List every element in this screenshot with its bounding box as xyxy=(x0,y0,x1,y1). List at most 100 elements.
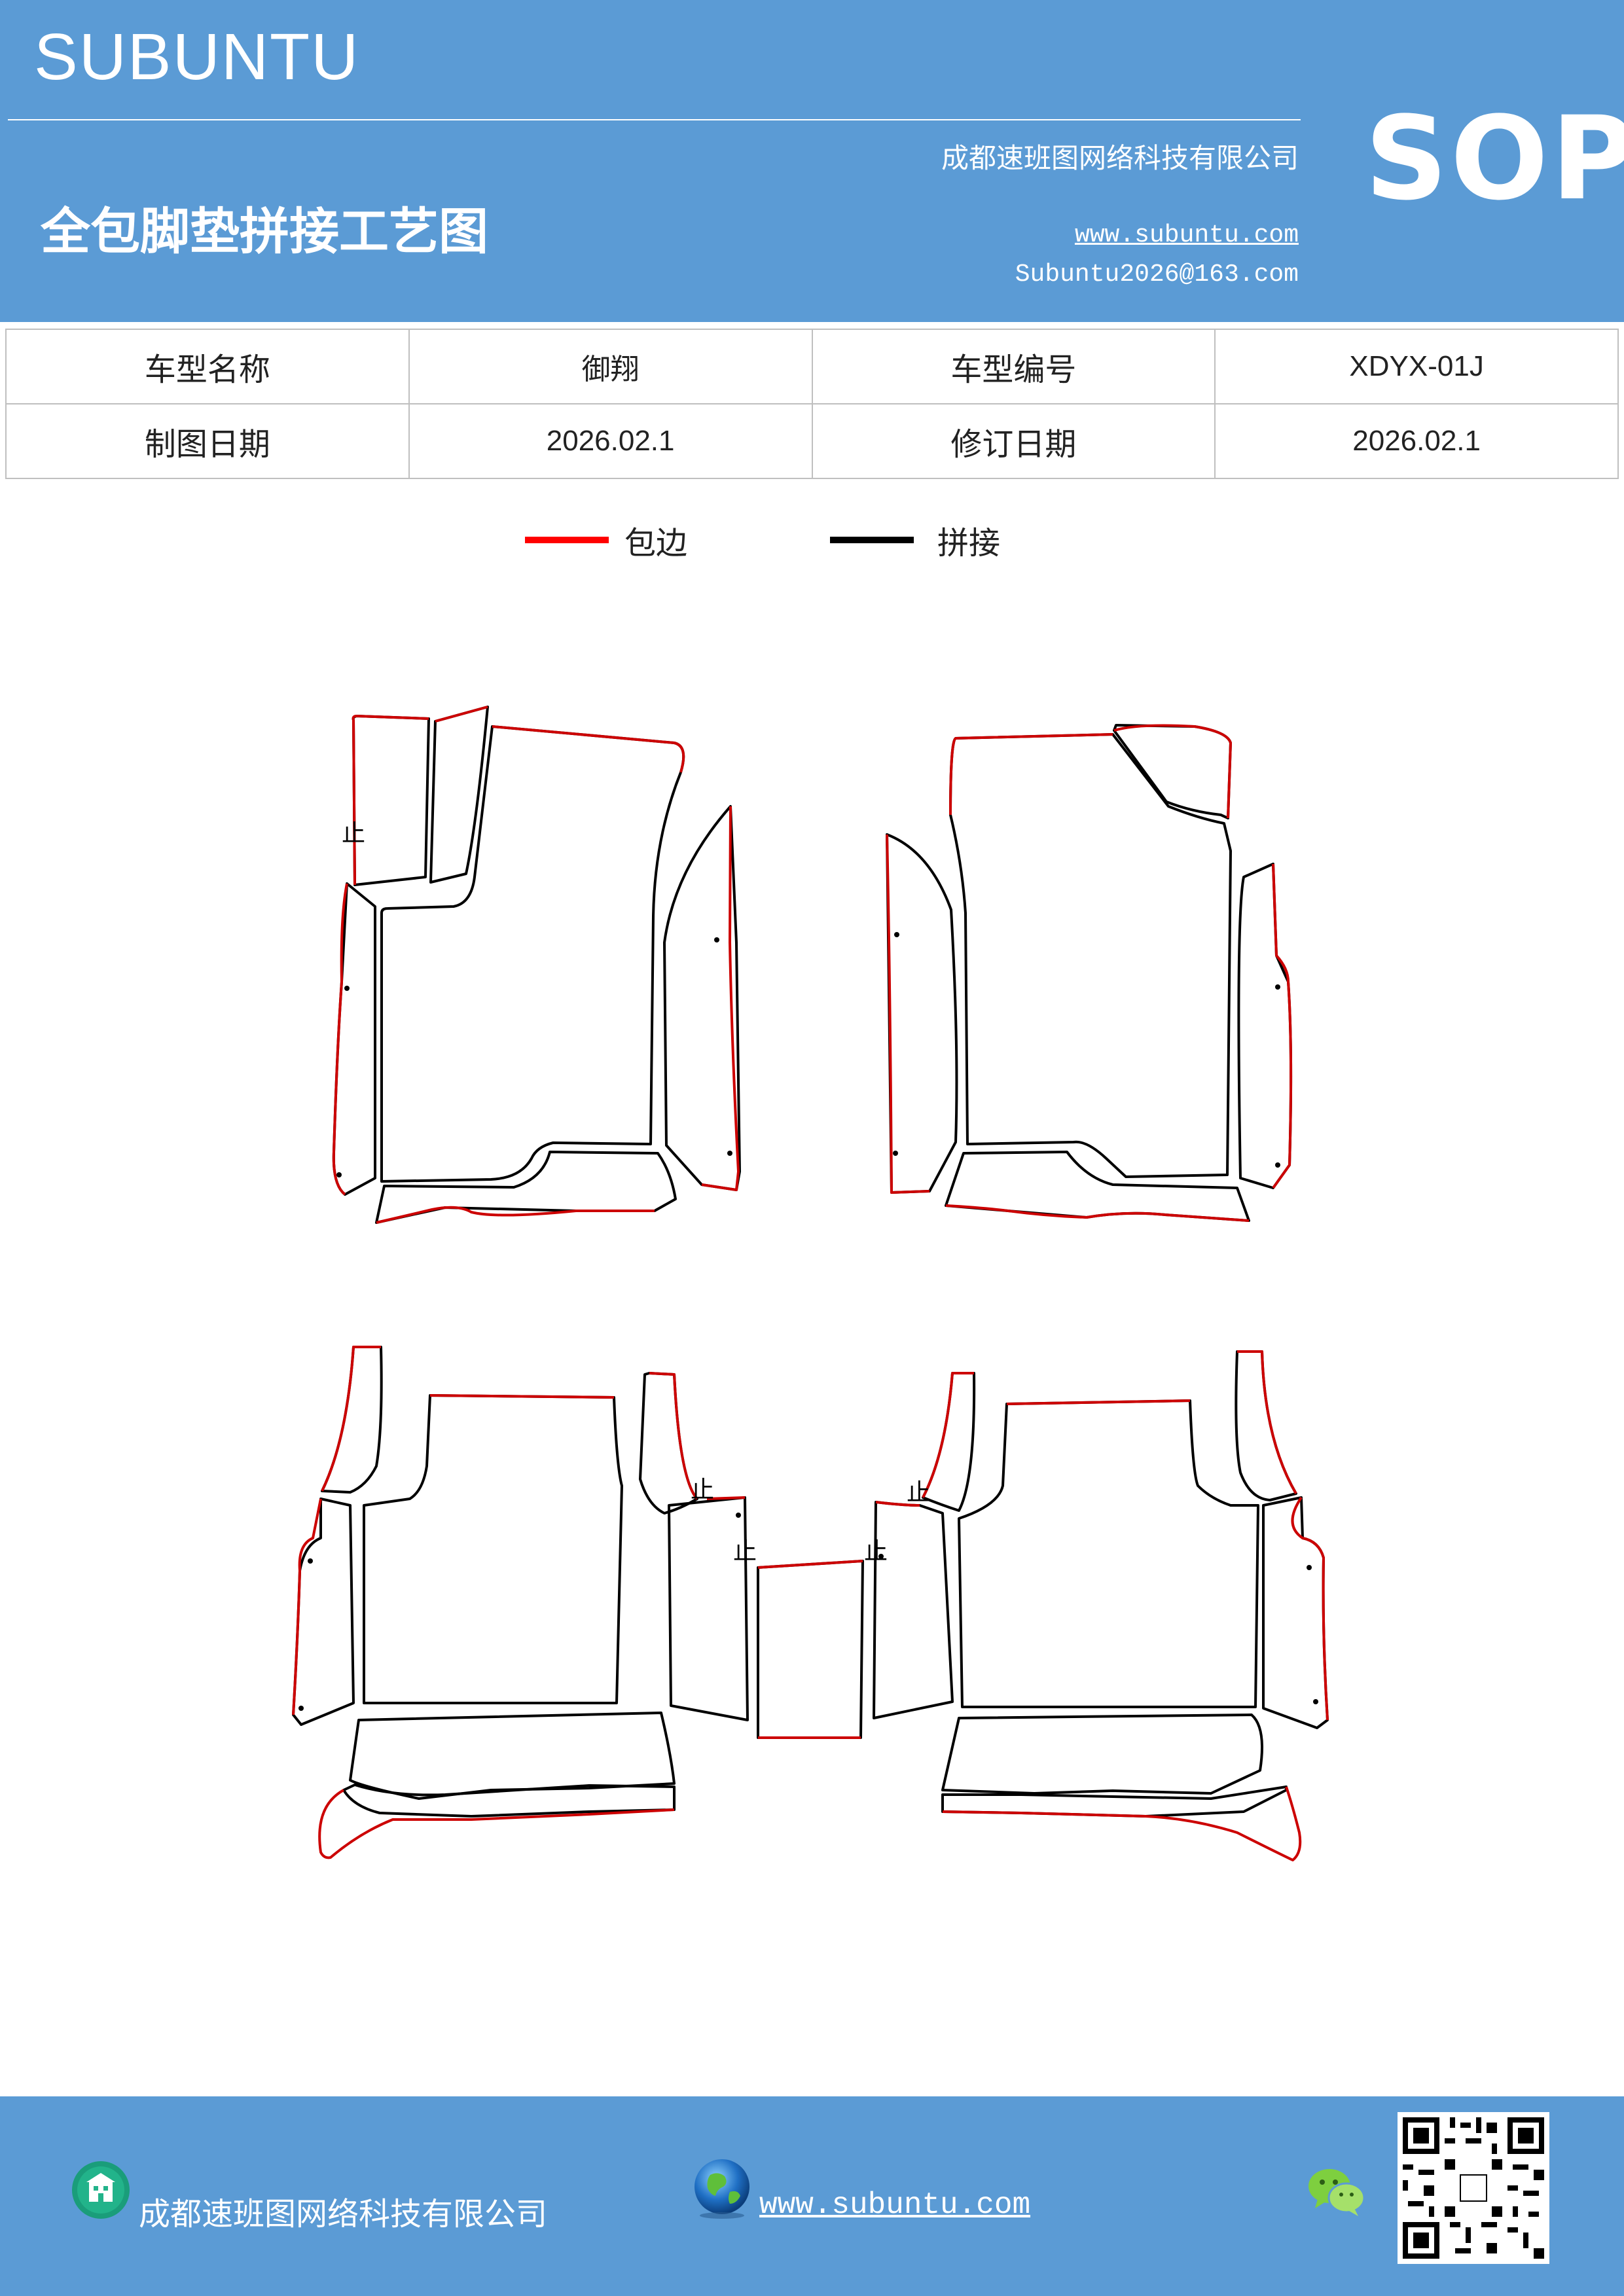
page-title: 全包脚垫拼接工艺图 xyxy=(41,202,488,260)
mat-piece xyxy=(380,725,685,1183)
mat-piece xyxy=(922,1372,976,1512)
mat-edge xyxy=(701,806,740,1191)
mat-edge xyxy=(332,883,348,1196)
mat-piece xyxy=(375,1151,677,1224)
mat-edge xyxy=(321,1346,381,1492)
mat-piece xyxy=(639,1372,698,1515)
mat-edge xyxy=(1113,724,1232,819)
table-cell-value: XDYX-01J xyxy=(1214,329,1619,404)
table-cell-value: 2026.02.1 xyxy=(408,403,813,479)
table-cell-value: 2026.02.1 xyxy=(1214,403,1619,479)
mat-edge xyxy=(318,1789,675,1859)
legend-label: 包边 xyxy=(624,525,688,562)
hole-mark xyxy=(298,1706,304,1711)
header-divider xyxy=(8,119,1301,120)
sop-badge: SOP xyxy=(1365,92,1624,226)
mat-edge xyxy=(1272,863,1293,1189)
stop-mark: 止 xyxy=(342,820,365,847)
hole-mark xyxy=(1275,984,1280,990)
hole-mark xyxy=(1313,1699,1318,1704)
building-icon xyxy=(72,2161,130,2219)
stop-mark: 止 xyxy=(733,1538,757,1565)
rear-center-mat xyxy=(757,1560,864,1739)
mat-piece xyxy=(342,1784,676,1818)
mat-piece xyxy=(958,1399,1259,1708)
mat-piece xyxy=(886,833,958,1194)
header-company-name: 成都速班图网络科技有限公司 xyxy=(941,142,1299,174)
table-cell-label: 修订日期 xyxy=(811,403,1216,479)
hole-mark xyxy=(714,937,719,942)
page-footer: 成都速班图网络科技有限公司 www.subuntu.com xyxy=(0,2096,1624,2296)
wechat-icon[interactable] xyxy=(1306,2165,1366,2217)
mat-piece xyxy=(663,805,741,1191)
mat-edge xyxy=(757,1560,863,1569)
legend-item-edge: 包边 xyxy=(525,517,721,569)
mat-edge xyxy=(1237,1350,1297,1495)
vehicle-info-table: 车型名称 御翔 车型编号 XDYX-01J 制图日期 2026.02.1 修订日… xyxy=(5,329,1619,479)
mat-edge xyxy=(435,706,488,723)
mat-edge xyxy=(945,1204,1250,1222)
page-header: SUBUNTU SOP 成都速班图网络科技有限公司 www.subuntu.co… xyxy=(0,0,1624,322)
stop-mark: 止 xyxy=(864,1538,888,1565)
legend-label: 拼接 xyxy=(937,525,1001,562)
mat-edge xyxy=(1006,1399,1191,1405)
table-cell-value: 御翔 xyxy=(408,329,813,404)
globe-icon xyxy=(695,2159,749,2219)
footer-website-link[interactable]: www.subuntu.com xyxy=(759,2188,1031,2222)
mat-edge xyxy=(706,1496,746,1500)
mat-edge xyxy=(922,1372,974,1498)
legend-item-seam: 拼接 xyxy=(830,517,1026,569)
mat-piece xyxy=(945,1151,1250,1222)
mat-piece xyxy=(292,1498,355,1726)
header-email-link[interactable]: Subuntu2026@163.com xyxy=(1015,260,1299,289)
mat-edge xyxy=(875,1501,920,1507)
mat-edge xyxy=(942,1786,1302,1861)
mat-edge xyxy=(352,715,429,886)
mat-piece xyxy=(1113,724,1232,819)
hole-mark xyxy=(1307,1565,1312,1570)
mat-piece xyxy=(668,1496,749,1721)
table-row: 车型名称 御翔 车型编号 XDYX-01J xyxy=(5,329,1619,404)
mat-edge xyxy=(649,1372,698,1500)
table-cell-label: 车型编号 xyxy=(811,329,1216,404)
hole-mark xyxy=(308,1558,313,1564)
rear-left-mat xyxy=(292,1346,749,1859)
table-cell-label: 制图日期 xyxy=(5,403,410,479)
mat-edge xyxy=(429,1394,615,1399)
stop-mark: 止 xyxy=(907,1479,930,1506)
qr-code xyxy=(1398,2112,1549,2264)
mat-piece xyxy=(873,1501,954,1719)
mat-edge xyxy=(492,725,685,773)
hole-mark xyxy=(894,932,899,937)
hole-mark xyxy=(336,1172,342,1177)
table-row: 制图日期 2026.02.1 修订日期 2026.02.1 xyxy=(5,403,1619,479)
mat-piece xyxy=(1237,863,1293,1189)
mat-edge xyxy=(292,1498,322,1715)
mat-edge xyxy=(376,1206,655,1224)
brand-name: SUBUNTU xyxy=(34,20,360,94)
mat-piece xyxy=(757,1560,864,1739)
rear-right-mat xyxy=(873,1350,1329,1861)
mat-edge xyxy=(1291,1496,1329,1721)
mat-piece xyxy=(941,1713,1264,1795)
mat-piece xyxy=(363,1394,623,1704)
hole-mark xyxy=(736,1513,741,1518)
legend-swatch-red xyxy=(525,537,609,543)
hole-mark xyxy=(344,986,350,991)
hole-mark xyxy=(1275,1162,1280,1168)
front-right-mat xyxy=(886,724,1293,1222)
mat-piece xyxy=(332,882,376,1196)
mat-piece xyxy=(352,715,430,886)
legend-swatch-black xyxy=(830,537,914,543)
table-cell-label: 车型名称 xyxy=(5,329,410,404)
front-left-mat xyxy=(332,706,741,1224)
stop-mark: 止 xyxy=(691,1477,714,1503)
hole-mark xyxy=(893,1151,898,1156)
mat-piece xyxy=(429,706,489,884)
header-website-link[interactable]: www.subuntu.com xyxy=(1074,221,1299,249)
hole-mark xyxy=(727,1151,732,1156)
hole-mark xyxy=(878,1554,884,1559)
mat-edge xyxy=(949,733,1113,816)
footer-company-name: 成都速班图网络科技有限公司 xyxy=(139,2196,548,2233)
